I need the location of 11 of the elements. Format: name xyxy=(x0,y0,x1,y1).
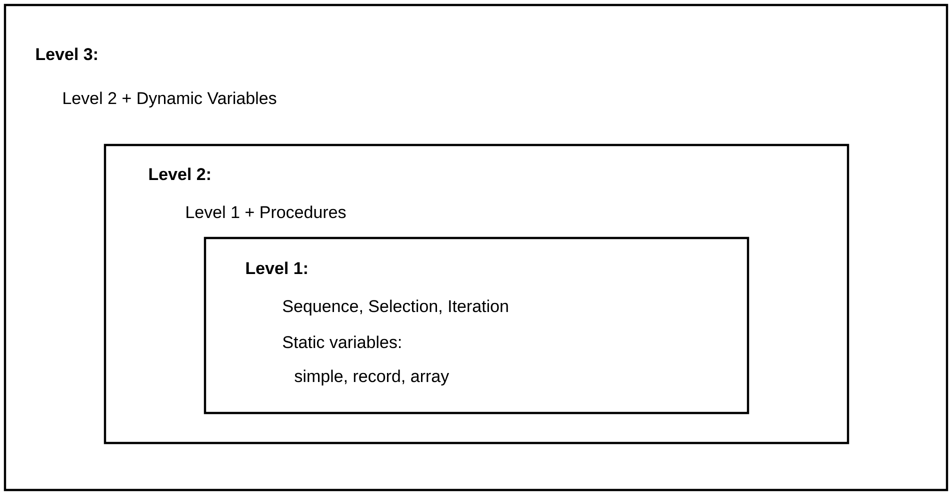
box-text: Level 2 + Dynamic Variables xyxy=(64,92,276,108)
level-box xyxy=(104,144,850,444)
box-text: Level 1 + Procedures xyxy=(186,206,346,218)
box-text: simple, record, array xyxy=(294,370,450,386)
box-text: Sequence, Selection, Iteration xyxy=(282,300,508,316)
box-text: Static variables: xyxy=(282,336,401,348)
level-box xyxy=(4,4,948,492)
box-heading: Level 2: xyxy=(149,168,210,180)
box-heading: Level 1: xyxy=(246,262,307,274)
box-heading: Level 3: xyxy=(36,48,97,60)
level-box xyxy=(204,236,750,414)
